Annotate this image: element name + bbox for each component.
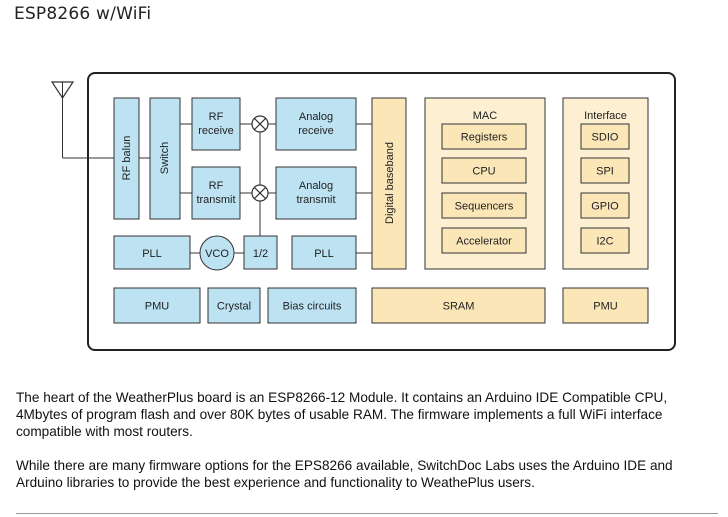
- interface-label: Interface: [584, 110, 627, 122]
- digital-baseband-block: Digital baseband: [371, 97, 407, 270]
- divider-label: 1/2: [253, 248, 268, 260]
- vco-label: VCO: [205, 248, 229, 260]
- rf-transmit-label-line2: transmit: [196, 194, 235, 206]
- rf-transmit-block: RF transmit: [191, 166, 241, 220]
- gpio-block: GPIO: [580, 192, 630, 219]
- spi-label: SPI: [596, 166, 614, 178]
- gpio-label: GPIO: [591, 201, 619, 213]
- mac-label: MAC: [473, 110, 498, 122]
- cpu-block: CPU: [441, 157, 527, 184]
- divider-line: [16, 513, 718, 514]
- analog-receive-label-line1: Analog: [299, 111, 333, 123]
- page-title: ESP8266 w/WiFi: [14, 4, 152, 24]
- pmu-left-label: PMU: [145, 301, 170, 313]
- digital-baseband-label: Digital baseband: [384, 142, 396, 224]
- pmu-right-label: PMU: [593, 301, 618, 313]
- sequencers-block: Sequencers: [441, 192, 527, 219]
- sdio-label: SDIO: [592, 132, 619, 144]
- pll-right-block: PLL: [291, 235, 357, 270]
- signal-lines: [139, 123, 372, 254]
- mixer-icon: [251, 115, 269, 133]
- pmu-right-block: PMU: [562, 287, 649, 324]
- spi-block: SPI: [580, 157, 630, 184]
- sequencers-label: Sequencers: [455, 201, 514, 213]
- analog-transmit-label-line2: transmit: [296, 194, 335, 206]
- pll-left-label: PLL: [142, 248, 162, 260]
- bias-circuits-block: Bias circuits: [267, 287, 357, 324]
- rf-receive-label-line1: RF: [209, 111, 224, 123]
- registers-block: Registers: [441, 123, 527, 150]
- rf-balun-label: RF balun: [121, 136, 133, 181]
- rf-transmit-label-line1: RF: [209, 180, 224, 192]
- vco-block: VCO: [199, 235, 235, 271]
- crystal-block: Crystal: [207, 287, 261, 324]
- registers-label: Registers: [461, 132, 508, 144]
- description-paragraph-1: The heart of the WeatherPlus board is an…: [16, 390, 668, 439]
- accelerator-block: Accelerator: [441, 227, 527, 254]
- pmu-left-block: PMU: [113, 287, 201, 324]
- accelerator-label: Accelerator: [456, 236, 512, 248]
- rf-receive-block: RF receive: [191, 97, 241, 151]
- pll-left-block: PLL: [113, 235, 191, 270]
- bias-circuits-label: Bias circuits: [283, 301, 342, 313]
- rf-balun-block: RF balun: [113, 97, 140, 220]
- cpu-label: CPU: [472, 166, 495, 178]
- pll-right-label: PLL: [314, 248, 334, 260]
- divider-block: 1/2: [243, 235, 278, 270]
- sram-block: SRAM: [371, 287, 546, 324]
- i2c-label: I2C: [596, 236, 613, 248]
- sdio-block: SDIO: [580, 123, 630, 150]
- analog-receive-block: Analog receive: [275, 97, 357, 151]
- switch-label: Switch: [159, 142, 171, 174]
- antenna-icon: [50, 81, 114, 159]
- analog-transmit-label-line1: Analog: [299, 180, 333, 192]
- i2c-block: I2C: [580, 227, 630, 254]
- esp8266-block-diagram: RF balun Switch RF receive RF transmit A…: [50, 72, 676, 351]
- analog-receive-label-line2: receive: [298, 125, 333, 137]
- description-paragraph-2: While there are many firmware options fo…: [16, 458, 673, 490]
- switch-block: Switch: [149, 97, 181, 220]
- crystal-label: Crystal: [217, 301, 251, 313]
- mixer-icon: [251, 184, 269, 202]
- analog-transmit-block: Analog transmit: [275, 166, 357, 220]
- rf-receive-label-line2: receive: [198, 125, 233, 137]
- sram-label: SRAM: [443, 301, 475, 313]
